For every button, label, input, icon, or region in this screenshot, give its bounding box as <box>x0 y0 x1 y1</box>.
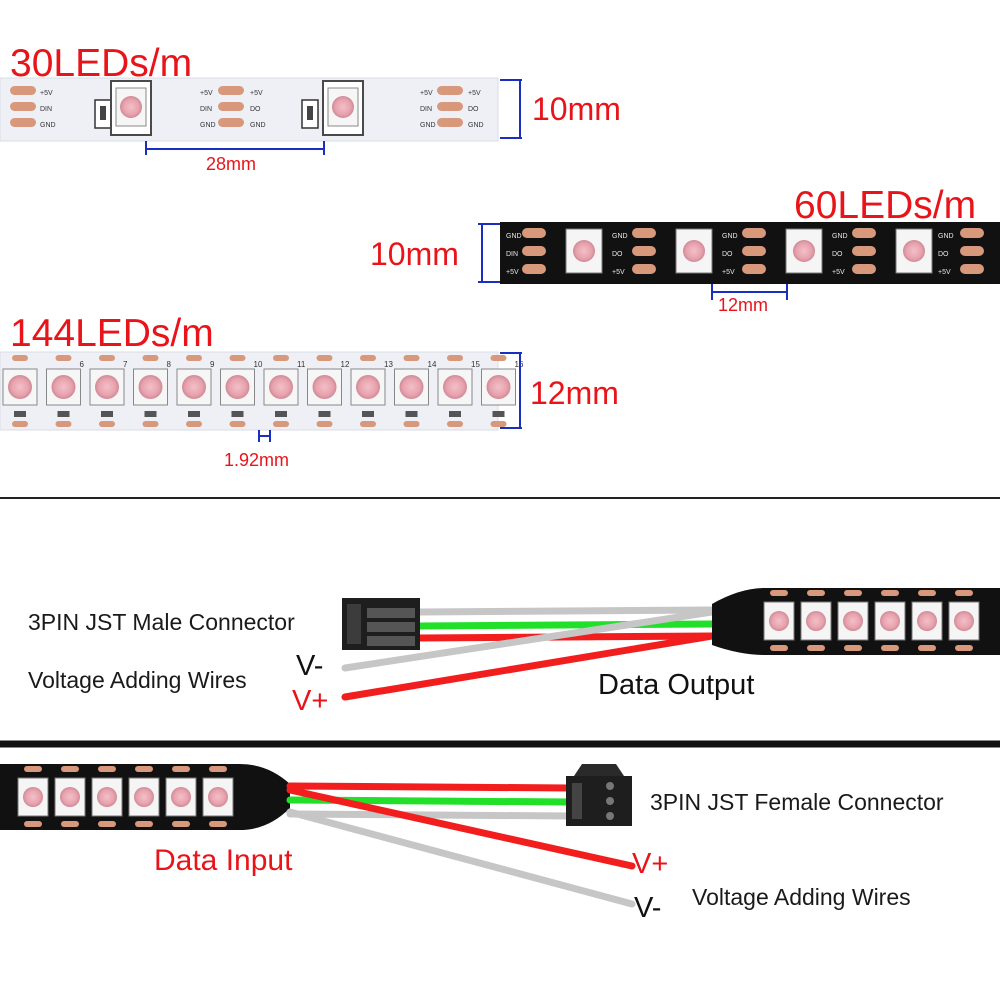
svg-text:DIN: DIN <box>40 106 52 113</box>
strip-30-pads <box>10 86 463 127</box>
output-strip-leds <box>763 590 980 651</box>
strip-30-pitch-label: 28mm <box>206 154 257 174</box>
strip-60-pitch-dimension <box>711 284 788 300</box>
strip-30-silkscreen: +5V DIN GND +5V DIN GND +5V DO GND +5V DIN GND +… <box>40 90 484 129</box>
svg-text:+5V: +5V <box>200 90 213 97</box>
svg-text:GND: GND <box>832 233 848 240</box>
svg-text:+5V: +5V <box>832 269 845 276</box>
svg-text:DO: DO <box>722 251 733 258</box>
strip-60-width-label: 10mm <box>370 236 459 272</box>
svg-text:GND: GND <box>420 122 436 129</box>
svg-text:+5V: +5V <box>722 269 735 276</box>
svg-text:DIN: DIN <box>200 106 212 113</box>
svg-text:+5V: +5V <box>250 90 263 97</box>
led-number: 6 <box>80 360 85 369</box>
strip-60-density-label: 60LEDs/m <box>794 184 977 227</box>
svg-text:+5V: +5V <box>938 269 951 276</box>
svg-text:+5V: +5V <box>420 90 433 97</box>
strip-60-pitch-label: 12mm <box>718 295 769 315</box>
svg-text:DO: DO <box>468 106 479 113</box>
led-number: 9 <box>210 360 215 369</box>
strip-30-pcb <box>0 77 499 142</box>
svg-text:+5V: +5V <box>612 269 625 276</box>
strip-144-pitch-dimension <box>258 430 271 442</box>
strip-144-pitch-label: 1.92mm <box>224 450 290 470</box>
male-connector-label: 3PIN JST Male Connector <box>28 609 295 635</box>
female-jst-connector <box>566 764 632 826</box>
male-jst-connector <box>342 598 420 650</box>
svg-text:GND: GND <box>612 233 628 240</box>
strip-144-density-label: 144LEDs/m <box>10 312 214 355</box>
svg-text:DO: DO <box>612 251 623 258</box>
output-wires <box>341 606 716 701</box>
led-number: 7 <box>123 360 128 369</box>
strip-30-density-label: 30LEDs/m <box>10 42 193 85</box>
led-number: 14 <box>428 360 437 369</box>
led-number: 15 <box>471 360 480 369</box>
svg-text:DIN: DIN <box>506 251 518 258</box>
svg-text:GND: GND <box>200 122 216 129</box>
strip-30-width-dimension <box>500 79 522 139</box>
svg-text:+5V: +5V <box>506 269 519 276</box>
led-number: 11 <box>297 360 306 369</box>
strip-60-width-dimension <box>478 223 500 283</box>
input-wires <box>286 782 636 908</box>
svg-text:+5V: +5V <box>40 90 53 97</box>
output-v-minus-label: V- <box>296 650 324 682</box>
svg-text:DO: DO <box>938 251 949 258</box>
data-output-label: Data Output <box>598 669 755 701</box>
strip-30-width-label: 10mm <box>532 91 621 127</box>
svg-text:DO: DO <box>250 106 261 113</box>
input-v-minus-label: V- <box>634 892 662 924</box>
strip-30-leds: +5V DIN GND +5V DIN GND +5V DO GND +5V DIN GND +… <box>0 77 522 155</box>
input-strip-leds <box>17 766 234 827</box>
svg-text:GND: GND <box>722 233 738 240</box>
output-v-plus-label: V+ <box>292 685 329 717</box>
strip-144-pads <box>12 355 507 427</box>
strip-60-led <box>565 228 933 274</box>
female-connector-label: 3PIN JST Female Connector <box>650 789 944 815</box>
led-number: 13 <box>384 360 393 369</box>
output-voltage-wires-label: Voltage Adding Wires <box>28 667 247 693</box>
data-input-label: Data Input <box>154 844 293 877</box>
svg-text:GND: GND <box>468 122 484 129</box>
strip-30-led <box>110 80 364 136</box>
strip-144-width-dimension <box>500 352 522 429</box>
led-number: 10 <box>254 360 263 369</box>
svg-text:GND: GND <box>250 122 266 129</box>
strip-30-pitch-dimension <box>145 141 325 155</box>
strip-144-leds-row <box>2 368 516 417</box>
led-number: 12 <box>341 360 350 369</box>
svg-text:+5V: +5V <box>468 90 481 97</box>
strip-60-pads <box>522 228 984 274</box>
svg-text:GND: GND <box>40 122 56 129</box>
strip-60-leds: GND DIN +5V GND DO +5V GND DO +5V GND DO +5V GND… <box>478 222 1000 300</box>
strip-144-width-label: 12mm <box>530 375 619 411</box>
svg-text:DIN: DIN <box>420 106 432 113</box>
svg-text:DO: DO <box>832 251 843 258</box>
led-number: 8 <box>167 360 172 369</box>
strip-30-chip <box>94 99 319 129</box>
input-voltage-wires-label: Voltage Adding Wires <box>692 884 911 910</box>
svg-text:GND: GND <box>938 233 954 240</box>
strip-60-silkscreen: GND DIN +5V GND DO +5V GND DO +5V GND DO +5V GND… <box>506 233 954 276</box>
svg-text:GND: GND <box>506 233 522 240</box>
input-v-plus-label: V+ <box>632 848 669 880</box>
